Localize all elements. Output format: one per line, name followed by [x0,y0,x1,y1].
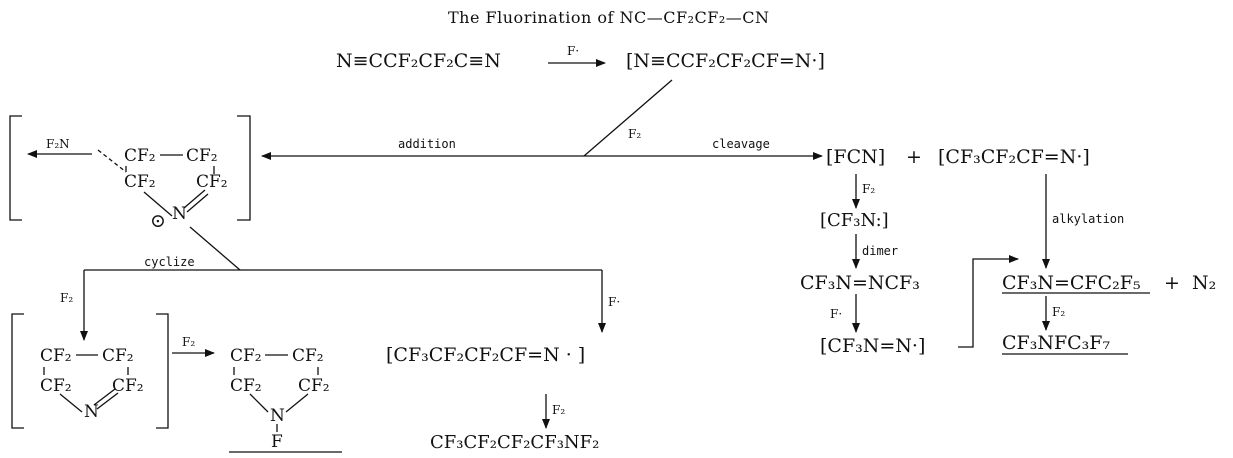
connector-azo-to-imine [958,255,1019,348]
reagent-f2-cyclize: F₂ [60,291,74,305]
open-chain-product: CF₃CF₂CF₂CF₃NF₂ [430,432,600,453]
amine-cf2-top-right: CF₂ [292,346,324,366]
intermediate-azo-dimer: CF₃N=NCF₃ [800,272,920,294]
reagent-f-radical-open-chain: F· [608,295,621,309]
ring-cf2-top-right: CF₂ [186,146,218,166]
link-ring-to-split [189,226,241,271]
ring-cf2-bottom-right: CF₂ [196,172,228,192]
amine-cf2-bottom-right: CF₂ [298,376,330,396]
bracket-right-imine [156,313,169,429]
reagent-f2-final: F₂ [1052,305,1066,319]
ring-cf2-top-left: CF₂ [124,146,156,166]
branch-diagonal [583,79,673,157]
ring-nitrogen: N [172,204,187,224]
cleavage-fcn: [FCN] [826,146,886,168]
leaving-group-f2n: F₂N [46,137,70,151]
reagent-fluorine-radical: F· [567,44,580,58]
ring-radical-symbol: ⊙ [150,210,166,232]
imine-cf2-bottom-left: CF₂ [40,376,72,396]
dashed-bond-f2n [97,149,127,173]
imine-cf2-bottom-right: CF₂ [112,376,144,396]
label-dimer: dimer [862,244,899,258]
reactant-dinitrile: N≡CCF₂CF₂C≡N [336,50,501,72]
scheme-title: The Fluorination of NC—CF₂CF₂—CN [448,8,770,27]
label-cleavage: cleavage [712,137,770,151]
reagent-f2-fcn: F₂ [862,182,876,196]
amine-cf2-top-left: CF₂ [230,346,262,366]
intermediate-imino-radical: [N≡CCF₂CF₂CF=N·] [626,50,825,72]
product-plus: + [1164,272,1180,294]
cleavage-radical: [CF₃CF₂CF=N·] [938,146,1090,168]
label-cyclize: cyclize [144,255,195,269]
bracket-left-imine [11,313,24,429]
reagent-f2-branch: F₂ [628,127,642,141]
amine-fluorine: F [271,432,283,452]
reagent-f2-open-chain: F₂ [552,403,566,417]
label-addition: addition [398,137,456,151]
reagent-f2-imine-to-amine: F₂ [182,335,196,349]
amine-nitrogen: N [270,406,285,426]
intermediate-cf3n-nitrene: [CF₃N:] [820,210,889,231]
imine-nitrogen: N [84,402,99,422]
amine-cf2-bottom-left: CF₂ [230,376,262,396]
bracket-left-ring [9,115,22,221]
product-imine-cf3n: CF₃N=CFC₂F₅ [1002,272,1141,294]
imine-cf2-top-left: CF₂ [40,346,72,366]
product-nitrogen-gas: N₂ [1192,272,1217,294]
imine-cf2-top-right: CF₂ [102,346,134,366]
ring-cf2-bottom-left: CF₂ [124,172,156,192]
open-chain-radical: [CF₃CF₂CF₂CF=N · ] [386,344,586,366]
reagent-f-radical-azo: F· [830,307,843,321]
cleavage-plus: + [906,146,922,168]
label-alkylation: alkylation [1052,212,1125,226]
final-product-amine: CF₃NFC₃F₇ [1002,332,1111,354]
bracket-right-ring [237,115,251,221]
intermediate-azo-radical: [CF₃N=N·] [820,335,926,357]
